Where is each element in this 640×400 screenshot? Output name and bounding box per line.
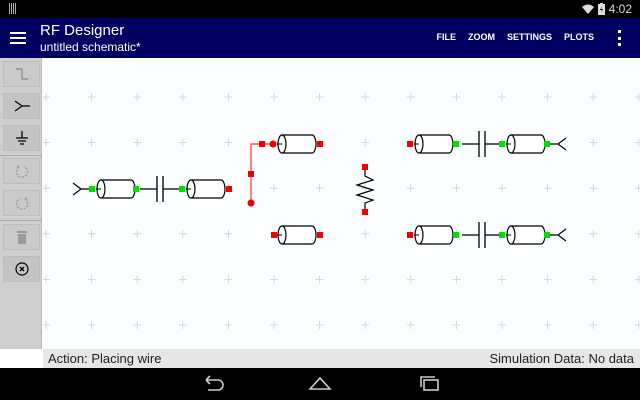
notification-icon — [9, 3, 17, 14]
clock: 4:02 — [608, 2, 632, 16]
open-terminal[interactable] — [317, 141, 323, 147]
file-menu-button[interactable]: FILE — [436, 32, 456, 42]
port-symbol[interactable] — [548, 228, 567, 242]
resistor[interactable] — [354, 167, 376, 212]
rotate-cw-icon — [15, 197, 28, 210]
port-symbol[interactable] — [72, 182, 91, 196]
schematic-canvas[interactable] — [43, 58, 640, 349]
open-terminal[interactable] — [271, 232, 277, 238]
port-symbol[interactable] — [548, 137, 567, 151]
port-tool-button[interactable] — [3, 93, 40, 119]
transmission-line[interactable] — [506, 134, 546, 154]
open-terminal[interactable] — [362, 209, 368, 215]
menu-icon[interactable] — [10, 32, 26, 44]
cancel-button[interactable] — [3, 256, 40, 282]
delete-button[interactable] — [3, 224, 40, 250]
transmission-line[interactable] — [506, 225, 546, 245]
tool-palette — [0, 58, 42, 349]
home-icon[interactable] — [308, 374, 332, 392]
ground-icon — [15, 131, 28, 145]
open-terminal[interactable] — [317, 232, 323, 238]
battery-charging-icon — [597, 3, 605, 15]
open-terminal[interactable] — [226, 186, 232, 192]
wifi-icon — [581, 4, 594, 14]
connected-terminal[interactable] — [544, 141, 550, 147]
trash-icon — [16, 231, 27, 244]
settings-menu-button[interactable]: SETTINGS — [506, 32, 552, 42]
simulation-status: Simulation Data: No data — [489, 351, 634, 366]
transmission-line[interactable] — [414, 134, 454, 154]
connected-terminal[interactable] — [544, 232, 550, 238]
rotate-cw-button[interactable] — [3, 190, 40, 216]
transmission-line[interactable] — [277, 225, 317, 245]
connected-terminal[interactable] — [179, 186, 185, 192]
schematic-name: untitled schematic* — [40, 40, 141, 54]
cancel-icon — [14, 262, 29, 276]
connected-terminal[interactable] — [499, 141, 505, 147]
connected-terminal[interactable] — [133, 186, 139, 192]
capacitor[interactable] — [462, 131, 502, 157]
connected-terminal[interactable] — [89, 186, 95, 192]
current-action: Action: Placing wire — [48, 351, 162, 366]
open-terminal[interactable] — [362, 164, 368, 170]
connected-terminal[interactable] — [453, 141, 459, 147]
app-bar: RF Designer untitled schematic* FILE ZOO… — [0, 18, 640, 58]
overflow-menu-icon[interactable] — [618, 30, 622, 46]
recents-icon[interactable] — [418, 374, 442, 392]
plots-menu-button[interactable]: PLOTS — [563, 32, 594, 42]
info-bar: Action: Placing wire Simulation Data: No… — [43, 349, 640, 368]
transmission-line[interactable] — [96, 179, 136, 199]
open-terminal[interactable] — [407, 141, 413, 147]
app-title: RF Designer — [40, 22, 125, 39]
open-terminal[interactable] — [407, 232, 413, 238]
connected-terminal[interactable] — [453, 232, 459, 238]
active-wire[interactable] — [247, 140, 277, 207]
capacitor[interactable] — [462, 222, 502, 248]
wire-icon — [15, 68, 28, 80]
transmission-line[interactable] — [277, 134, 317, 154]
wire-tool-button[interactable] — [3, 61, 40, 87]
zoom-menu-button[interactable]: ZOOM — [467, 32, 495, 42]
ground-tool-button[interactable] — [3, 125, 40, 151]
connected-terminal[interactable] — [499, 232, 505, 238]
rotate-ccw-button[interactable] — [3, 158, 40, 184]
capacitor[interactable] — [140, 176, 180, 202]
port-icon — [14, 100, 30, 112]
transmission-line[interactable] — [414, 225, 454, 245]
status-bar: 4:02 — [0, 0, 640, 18]
navigation-bar — [0, 368, 640, 400]
back-icon[interactable] — [200, 374, 224, 392]
transmission-line[interactable] — [186, 179, 226, 199]
rotate-ccw-icon — [15, 165, 28, 178]
